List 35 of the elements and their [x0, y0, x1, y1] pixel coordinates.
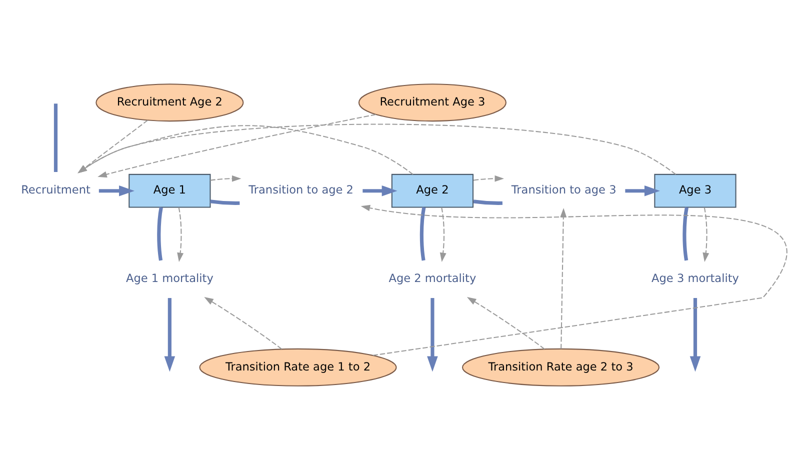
node-text: Recruitment: [21, 184, 90, 197]
arrow: [98, 185, 134, 196]
node-ellipse: Transition Rate age 1 to 2: [199, 348, 397, 386]
connector: [54, 104, 58, 172]
arrow: [164, 298, 176, 372]
node-box: Age 3: [654, 174, 736, 208]
connector: [210, 200, 240, 205]
connector: [682, 207, 689, 261]
node-text: Transition to age 3: [511, 184, 616, 197]
arrow: [98, 114, 376, 178]
arrow: [427, 298, 438, 372]
arrow: [560, 208, 567, 349]
connector: [420, 207, 426, 261]
connector: [157, 207, 163, 261]
arrow: [360, 204, 786, 356]
arrow: [466, 297, 545, 350]
arrow: [440, 207, 446, 262]
node-ellipse: Recruitment Age 3: [358, 84, 506, 122]
node-box: Age 1: [128, 174, 211, 208]
node-box: Age 2: [391, 174, 474, 208]
arrow: [690, 298, 701, 372]
arrow: [362, 185, 398, 196]
arrow: [204, 297, 282, 350]
node-text: Age 3 mortality: [652, 272, 739, 286]
arrow: [177, 207, 184, 262]
node-ellipse: Transition Rate age 2 to 3: [462, 348, 660, 386]
arrow: [473, 175, 504, 182]
node-text: Age 2 mortality: [388, 272, 476, 286]
arrow: [702, 207, 710, 262]
node-text: Age 1 mortality: [126, 272, 214, 286]
arrow: [210, 175, 242, 182]
node-ellipse: Recruitment Age 2: [96, 84, 244, 122]
node-text: Transition to age 2: [248, 184, 354, 197]
connector: [473, 200, 502, 205]
arrow: [625, 185, 660, 196]
